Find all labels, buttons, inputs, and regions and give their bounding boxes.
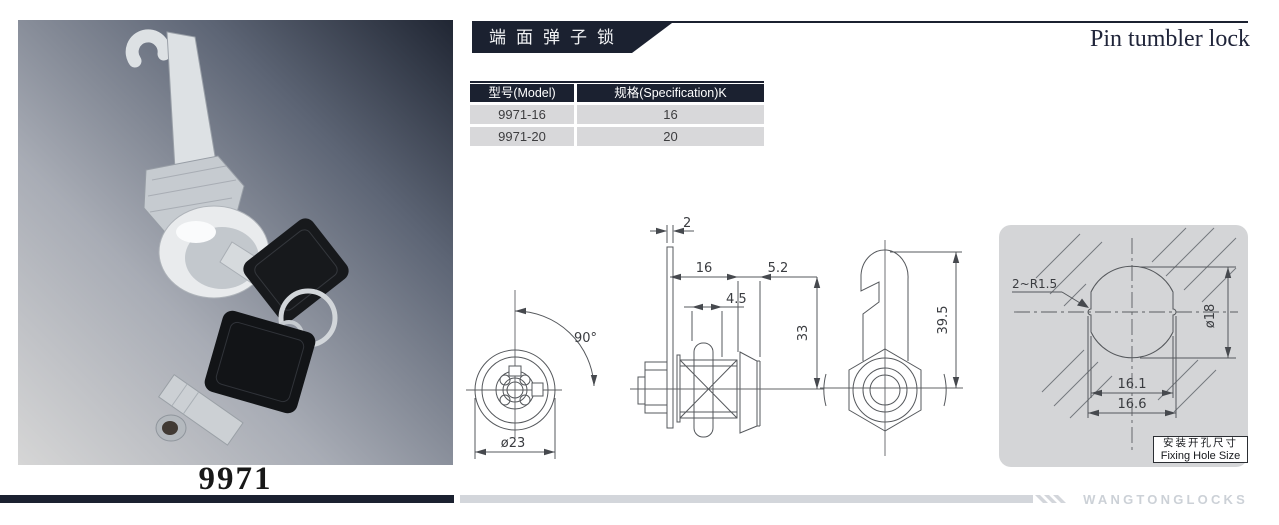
- dimension-label-flat-width: 16.1: [1118, 377, 1147, 392]
- brand-watermark: WANGTONGLOCKS: [1083, 492, 1248, 507]
- technical-drawings: 90° ø23: [466, 216, 1248, 467]
- caption-cn: 安装开孔尺寸: [1163, 437, 1238, 449]
- cell-model: 9971-20: [470, 127, 574, 146]
- model-number: 9971: [198, 461, 273, 497]
- table-row: 9971-20 20: [470, 127, 764, 146]
- footer-bar-left: [0, 495, 454, 503]
- dimension-label-hole-diameter: ø18: [1203, 304, 1218, 329]
- cam-lock-photo-illustration: [125, 29, 349, 446]
- header-rule: [472, 21, 1248, 23]
- table-row: 9971-16 16: [470, 105, 764, 124]
- product-photo: [18, 20, 453, 465]
- dimension-label-body-length: 16: [696, 261, 713, 276]
- dimension-label-angle: 90°: [574, 331, 597, 346]
- back-view-drawing: 39.5: [820, 240, 963, 456]
- cam-hook-shape: [125, 29, 171, 68]
- fixing-hole-drawing: 2~R1.5 ø18 16.1 16.6: [999, 225, 1248, 467]
- thread-lines: [147, 165, 237, 213]
- table-header-row: 型号(Model) 规格(Specification)K: [470, 84, 764, 102]
- chrome-highlight: [176, 221, 216, 243]
- title-banner: 端面弹子锁: [472, 23, 672, 53]
- dimension-label-head-depth: 5.2: [768, 261, 789, 276]
- page-title-cn: 端面弹子锁: [489, 28, 624, 47]
- dimension-label-cam-height: 33: [796, 325, 811, 342]
- table-top-rule: [470, 81, 764, 83]
- front-view-drawing: 90° ø23: [466, 290, 598, 459]
- col-header-spec: 规格(Specification)K: [577, 84, 764, 102]
- dimension-label-diameter: ø23: [501, 436, 526, 451]
- diagonal-stripes-icon: [1035, 495, 1066, 503]
- fixing-hole-panel: [999, 225, 1248, 467]
- dimension-label-overall-height: 39.5: [936, 306, 951, 335]
- page-title-en: Pin tumbler lock: [1090, 26, 1250, 52]
- spec-table: 型号(Model) 规格(Specification)K 9971-16 16 …: [470, 81, 764, 146]
- footer-bar-right: [460, 495, 1033, 503]
- col-header-model: 型号(Model): [470, 84, 574, 102]
- caption-en: Fixing Hole Size: [1160, 450, 1241, 462]
- dimension-label-hole-width: 16.6: [1118, 397, 1147, 412]
- cell-spec: 20: [577, 127, 764, 146]
- key-two-head: [204, 310, 316, 414]
- cell-spec: 16: [577, 105, 764, 124]
- side-view-drawing: 2 16 5.2 4.5 33: [630, 216, 824, 438]
- dimension-label-corner-radius: 2~R1.5: [1012, 277, 1057, 291]
- barrel-hole: [162, 421, 178, 435]
- dimension-label-clamp-range: 4.5: [726, 292, 747, 307]
- key-two-barrel: [157, 374, 244, 446]
- fixing-hole-caption: 安装开孔尺寸 Fixing Hole Size: [1153, 436, 1248, 463]
- cell-model: 9971-16: [470, 105, 574, 124]
- dimension-label-cam-thickness: 2: [683, 216, 691, 231]
